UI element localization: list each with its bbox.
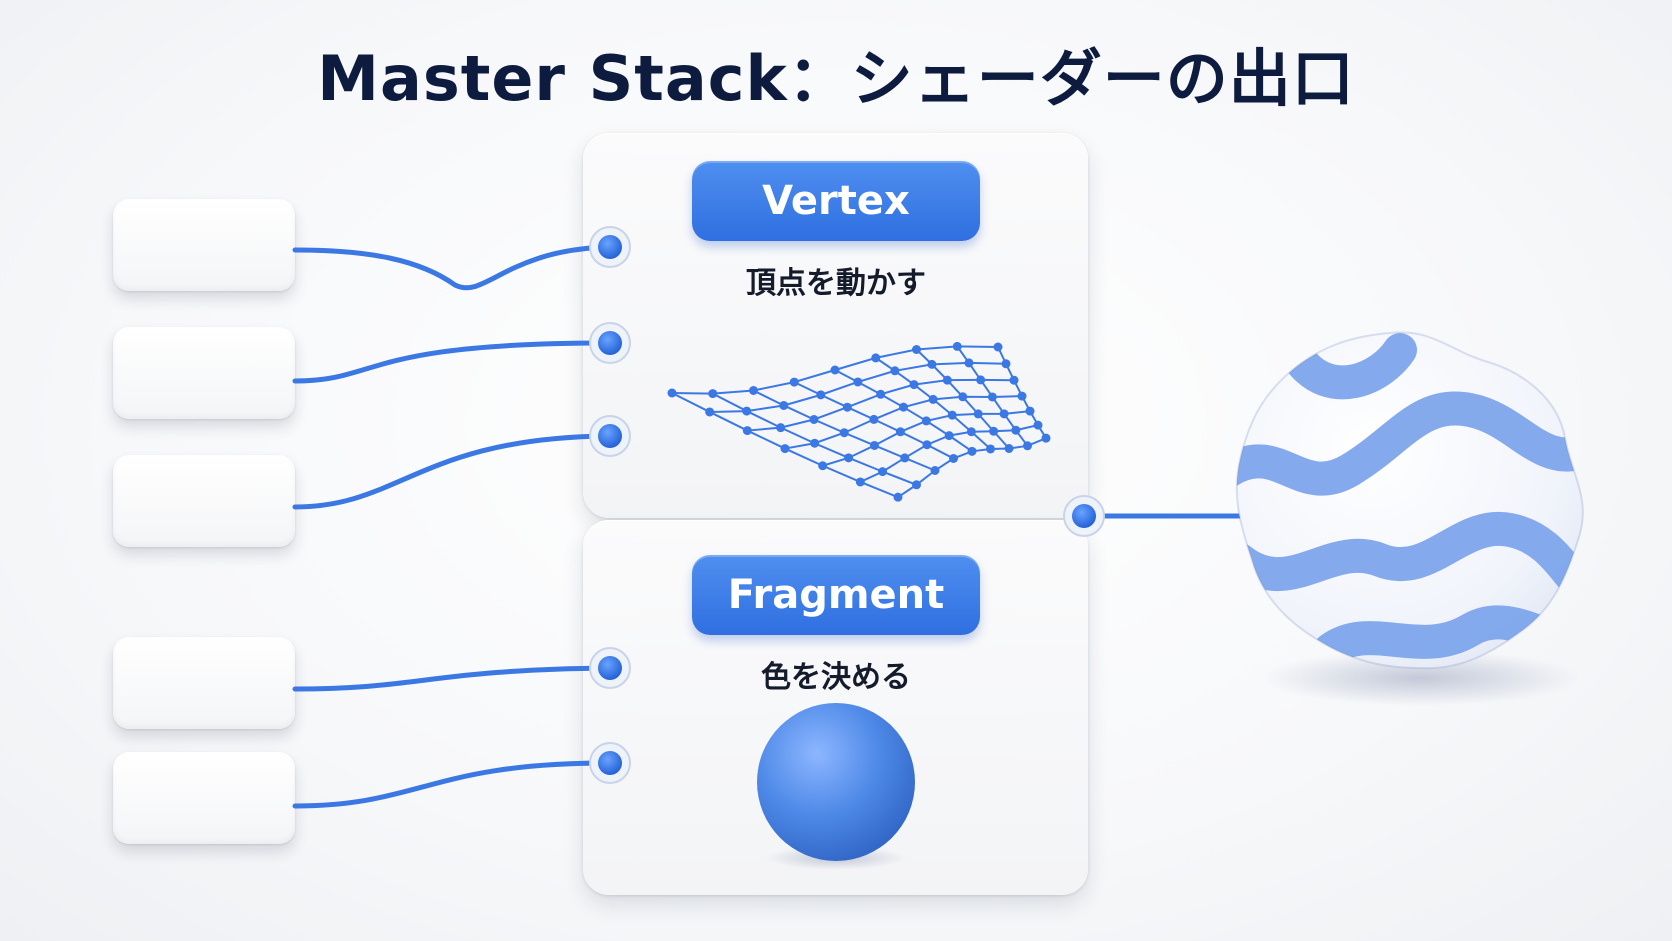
mesh-vertex: [876, 389, 886, 399]
mesh-vertex: [909, 380, 919, 390]
blob-shadow: [1260, 650, 1580, 706]
port-2: [589, 322, 631, 364]
mesh-vertex: [893, 492, 903, 502]
mesh-vertex: [921, 416, 931, 426]
input-node-5[interactable]: [113, 752, 295, 844]
port-4: [589, 647, 631, 689]
port-3: [589, 415, 631, 457]
mesh-vertex: [949, 453, 958, 463]
mesh-vertex: [742, 406, 752, 416]
port-1: [589, 226, 631, 268]
wire-3: [292, 433, 611, 510]
mesh-vertex: [855, 477, 865, 487]
output-port: [1063, 495, 1105, 537]
input-node-3[interactable]: [113, 455, 295, 547]
mesh-vertex: [928, 394, 938, 404]
mesh-vertex: [1023, 441, 1032, 451]
wire-1: [292, 244, 611, 291]
mesh-vertex: [776, 423, 786, 433]
fragment-sphere: [757, 703, 915, 861]
port-5: [589, 742, 631, 784]
mesh-vertex: [869, 414, 879, 424]
vertex-caption: 頂点を動かす: [746, 266, 926, 301]
mesh-vertex: [958, 392, 968, 402]
mesh-vertex: [890, 366, 900, 376]
page-title: Master Stack：シェーダーの出口: [317, 42, 1355, 115]
mesh-vertex: [947, 410, 957, 420]
mesh-vertex: [927, 359, 937, 369]
mesh-vertex: [779, 400, 789, 410]
mesh-vertex: [1017, 391, 1027, 401]
fragment-label: Fragment: [692, 555, 980, 635]
mesh-vertex: [870, 440, 879, 450]
mesh-vertex: [987, 392, 997, 402]
mesh-vertex: [742, 426, 752, 436]
mesh-vertex: [667, 388, 677, 398]
mesh-vertex: [844, 453, 854, 463]
mesh-vertex: [912, 480, 921, 490]
output-blob: [1236, 332, 1583, 669]
blob-outline: [1235, 331, 1584, 670]
wires: [292, 244, 1258, 809]
mesh-vertex: [809, 414, 819, 424]
mesh-vertex: [830, 365, 840, 375]
input-node-1[interactable]: [113, 199, 295, 291]
mesh-vertex: [842, 402, 852, 412]
mesh-vertex: [999, 409, 1009, 419]
mesh-vertex: [1041, 433, 1051, 443]
mesh-vertex: [749, 386, 758, 395]
mesh-vertex: [789, 377, 799, 387]
mesh-vertex: [853, 377, 863, 387]
mesh-vertex: [871, 353, 881, 363]
mesh-vertex: [912, 345, 921, 354]
input-ports: [589, 226, 1105, 784]
mesh-vertex: [973, 409, 983, 419]
mesh-vertex: [818, 461, 828, 471]
mesh-vertex: [922, 440, 932, 450]
mesh-vertex: [1001, 359, 1011, 369]
mesh-vertex: [708, 389, 718, 399]
mesh-vertex: [976, 375, 986, 385]
mesh-vertex: [942, 375, 952, 385]
mesh-vertex: [930, 466, 940, 476]
mesh-vertex: [944, 431, 954, 441]
wire-2: [292, 340, 611, 384]
wire-4: [292, 665, 611, 692]
mesh-vertex: [993, 342, 1003, 352]
mesh-vertex: [964, 358, 974, 368]
mesh-vertex: [816, 390, 826, 400]
mesh-vertex: [967, 446, 977, 456]
mesh-vertex: [899, 402, 908, 412]
mesh-vertex: [966, 427, 976, 437]
mesh-vertex: [952, 341, 962, 351]
vertex-label: Vertex: [692, 161, 980, 241]
mesh-vertex: [878, 467, 888, 477]
mesh-vertex: [780, 444, 790, 454]
mesh-vertex: [1009, 375, 1019, 385]
mesh-vertex: [1004, 443, 1014, 453]
mesh-vertex: [1011, 425, 1021, 435]
vertex-mesh: [667, 341, 1051, 502]
input-node-2[interactable]: [113, 327, 295, 419]
mesh-vertex: [989, 426, 999, 436]
mesh-vertex: [705, 407, 715, 417]
fragment-caption: 色を決める: [761, 660, 911, 695]
mesh-vertex: [900, 453, 910, 463]
mesh-vertex: [1033, 420, 1043, 430]
wire-5: [292, 760, 611, 809]
mesh-vertex: [839, 428, 849, 438]
mesh-vertex: [895, 427, 905, 437]
mesh-vertex: [986, 444, 995, 454]
input-node-4[interactable]: [113, 637, 295, 729]
mesh-vertex: [1025, 406, 1035, 416]
mesh-vertex: [810, 438, 820, 448]
